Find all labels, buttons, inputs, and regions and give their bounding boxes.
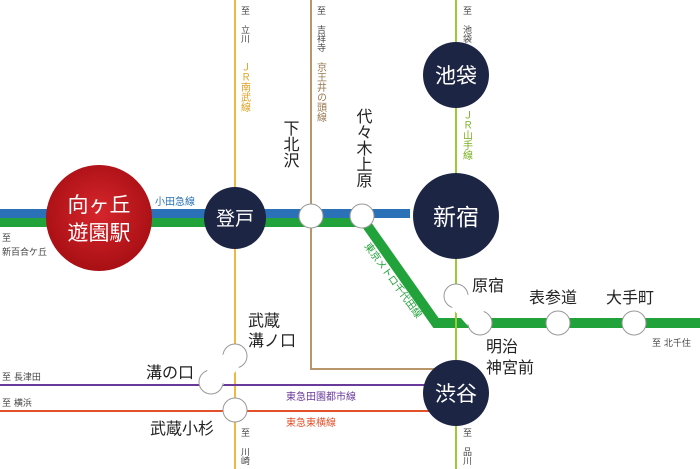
station-label-shinjuku: 新宿: [433, 205, 479, 231]
odakyu-line-label: 小田急線: [155, 195, 195, 208]
direction-ikebukuro: 至 池袋: [461, 6, 472, 43]
direction-kitasenju: 至 北千住: [652, 337, 691, 349]
station-label-otemachi: 大手町: [606, 288, 654, 307]
direction-shinagawa: 至 品川: [461, 428, 472, 465]
odakyu-line-green: [0, 218, 362, 227]
chiyoda-line-label: 東京メトロ千代田線: [362, 240, 425, 320]
direction-yokohama: 至 横浜: [2, 397, 32, 409]
keio-inokashira-line: [310, 0, 456, 370]
station-marker-musashi-kosugi[interactable]: [222, 397, 248, 423]
station-marker-ikebukuro[interactable]: [423, 42, 489, 108]
station-marker-yoyogi-uehara[interactable]: [349, 203, 375, 229]
transfer-link-harajuku-inner: [451, 293, 485, 326]
station-label-meiji-line2: 神宮前: [486, 358, 534, 377]
station-label-meiji-line1: 明治: [486, 337, 518, 356]
station-label-harajuku: 原宿: [472, 276, 504, 295]
station-marker-shimokitazawa[interactable]: [298, 203, 324, 229]
station-marker-shinjuku[interactable]: [413, 173, 499, 259]
station-label-mukogaoka-line2: 遊園駅: [68, 221, 131, 245]
direction-kichijoji: 至 吉祥寺: [315, 6, 326, 52]
toyoko-line-label: 東急東横線: [286, 416, 336, 429]
station-marker-noborito[interactable]: [204, 187, 266, 249]
direction-kawasaki: 至 川崎: [239, 428, 250, 465]
station-label-omotesando: 表参道: [529, 288, 577, 307]
direction-nagatsuta: 至 長津田: [2, 372, 41, 383]
jr-nambu-line-label: ＪＲ南武線: [239, 62, 251, 112]
transfer-link-mizonokuchi-inner: [206, 352, 240, 386]
denentoshi-line-label: 東急田園都市線: [286, 390, 356, 403]
direction-shinyurigaoka-1: 至: [2, 233, 11, 244]
chiyoda-line: [357, 215, 700, 328]
station-marker-otemachi[interactable]: [621, 310, 647, 336]
yamanote-line-label: ＪＲ山手線: [461, 110, 473, 160]
station-label-shimokitazawa: 下北沢: [281, 120, 300, 168]
keio-line-label: 京王井の頭線: [315, 61, 327, 122]
station-label-musashi-kosugi: 武蔵小杉: [150, 419, 214, 438]
station-label-shibuya: 渋谷: [435, 382, 477, 406]
station-label-mizonokuchi: 溝の口: [146, 363, 194, 382]
direction-tachikawa: 至 立川: [239, 6, 250, 43]
station-label-musashi-line1: 武蔵: [248, 311, 280, 330]
station-label-yoyogi-uehara: 代々木上原: [354, 108, 373, 188]
station-marker-omotesando[interactable]: [545, 310, 571, 336]
station-marker-mukogaoka-yuen[interactable]: [46, 165, 152, 271]
direction-shinyurigaoka-2: 新百合ケ丘: [2, 246, 47, 258]
station-label-noborito: 登戸: [216, 208, 254, 230]
station-label-musashi-line2: 溝ノ口: [248, 331, 296, 350]
station-label-mukogaoka-line1: 向ヶ丘: [68, 193, 131, 217]
station-label-ikebukuro: 池袋: [435, 64, 477, 88]
station-marker-shibuya[interactable]: [423, 360, 489, 426]
